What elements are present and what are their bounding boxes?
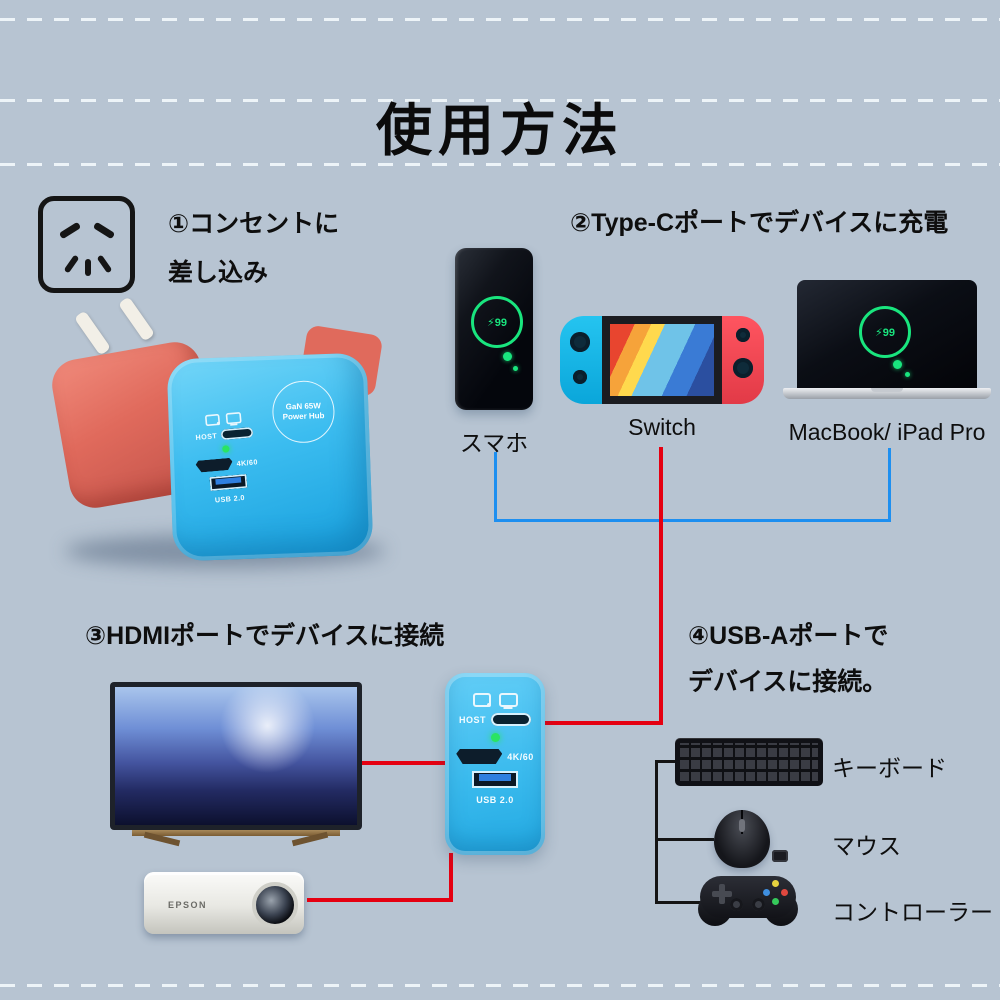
cable-controller: [655, 901, 702, 904]
charger-front-view: HOST 4K/60 USB 2.0: [445, 673, 545, 855]
usb-a-port: [472, 771, 518, 788]
usb-a-port: [209, 474, 248, 491]
step3-heading: ③HDMIポートでデバイスに接続: [85, 622, 445, 650]
tv-stand-bar: [132, 830, 340, 836]
page-title: 使用方法: [376, 99, 624, 162]
hdmi-port-label: 4K/60: [507, 751, 534, 762]
projector-image: EPSON: [142, 864, 308, 944]
brand-logo: GaN 65W Power Hub: [271, 379, 336, 444]
keyboard-image: [675, 738, 823, 786]
step4-heading-line1: ④USB-Aポートで: [688, 622, 889, 650]
plug-prong: [73, 310, 112, 356]
cable-phone: [494, 452, 497, 522]
outlet-icon: [38, 196, 135, 293]
battery-dot: [513, 366, 518, 371]
controller-button: [781, 889, 788, 896]
host-port-label: HOST: [195, 431, 218, 442]
cable-projector-vertical: [449, 853, 453, 902]
cable-tv: [362, 761, 446, 765]
cable-typec-vertical: [659, 447, 663, 725]
usb-port-label: USB 2.0: [214, 493, 246, 505]
cast-icon: [204, 413, 220, 426]
step2-heading: ②Type-Cポートでデバイスに充電: [570, 209, 949, 237]
switch-label: Switch: [628, 414, 696, 440]
controller-body: [700, 876, 796, 918]
plug-prong: [117, 296, 156, 342]
controller-label: コントローラー: [832, 899, 993, 925]
macbook-image: ⚡99: [783, 280, 991, 406]
monitor-icon: [498, 692, 518, 707]
switch-screen: [602, 316, 722, 404]
dpad-icon: [719, 884, 725, 904]
step1-text-line1: ①コンセントに: [168, 210, 340, 238]
cable-usba-vertical: [655, 760, 658, 904]
macbook-label: MacBook/ iPad Pro: [788, 419, 986, 445]
cable-mouse: [655, 838, 714, 841]
monitor-icon: [225, 411, 242, 425]
hdmi-port: [195, 458, 233, 473]
divider-dashed-bottom: [0, 984, 1000, 987]
charger-front-blue: GaN 65W Power Hub HOST 4K/60 USB 2.0: [166, 352, 374, 562]
controller-button: [772, 898, 779, 905]
controller-image: [698, 870, 798, 932]
usb-c-port: [220, 426, 254, 441]
divider-dashed-title-bottom: [0, 163, 1000, 166]
divider-dashed-title-top: [0, 99, 1000, 102]
battery-dot: [905, 372, 910, 377]
controller-button: [772, 880, 779, 887]
controller-button: [763, 889, 770, 896]
cable-bus-horizontal: [494, 519, 891, 522]
cast-icon: [472, 692, 491, 707]
smartphone-image: ⚡99: [455, 248, 533, 410]
battery-ring: ⚡99: [859, 306, 911, 358]
game-screenshot: [610, 324, 714, 396]
charger-product-image: GaN 65W Power Hub HOST 4K/60 USB 2.0: [48, 288, 395, 580]
led-indicator: [490, 733, 500, 742]
mouse-label: マウス: [832, 833, 901, 859]
host-port-label: HOST: [458, 714, 486, 725]
cable-keyboard: [655, 760, 677, 763]
tv-image: [110, 682, 362, 852]
cable-projector-horizontal: [307, 898, 453, 902]
tv-frame: [110, 682, 362, 830]
hdmi-port-label: 4K/60: [236, 457, 259, 468]
macbook-screen: ⚡99: [797, 280, 977, 388]
step4-heading-line2: デバイスに接続。: [688, 668, 888, 696]
usb-port-label: USB 2.0: [476, 795, 514, 805]
switch-console-image: [560, 316, 764, 404]
projector-brand: EPSON: [168, 900, 208, 910]
hdmi-port: [456, 749, 503, 764]
joycon-left: [560, 316, 602, 404]
cable-macbook: [888, 448, 891, 522]
keyboard-label: キーボード: [832, 755, 947, 781]
projector-lens: [252, 882, 298, 928]
macbook-notch: [871, 388, 903, 392]
controller-stick: [752, 898, 765, 911]
usb-receiver: [772, 850, 788, 862]
joycon-right: [722, 316, 764, 404]
controller-stick: [730, 898, 743, 911]
step1-text-line2: 差し込み: [168, 259, 269, 287]
battery-dot: [503, 352, 512, 361]
tv-screen: [115, 687, 357, 825]
battery-dot: [893, 360, 902, 369]
led-indicator: [221, 445, 230, 453]
divider-dashed-top: [0, 18, 1000, 21]
phone-label: スマホ: [459, 430, 529, 456]
mouse-image: [714, 810, 770, 868]
macbook-base: [783, 388, 991, 399]
cable-typec-horizontal: [545, 721, 663, 725]
usb-c-port: [491, 713, 531, 726]
battery-ring: ⚡99: [471, 296, 523, 348]
